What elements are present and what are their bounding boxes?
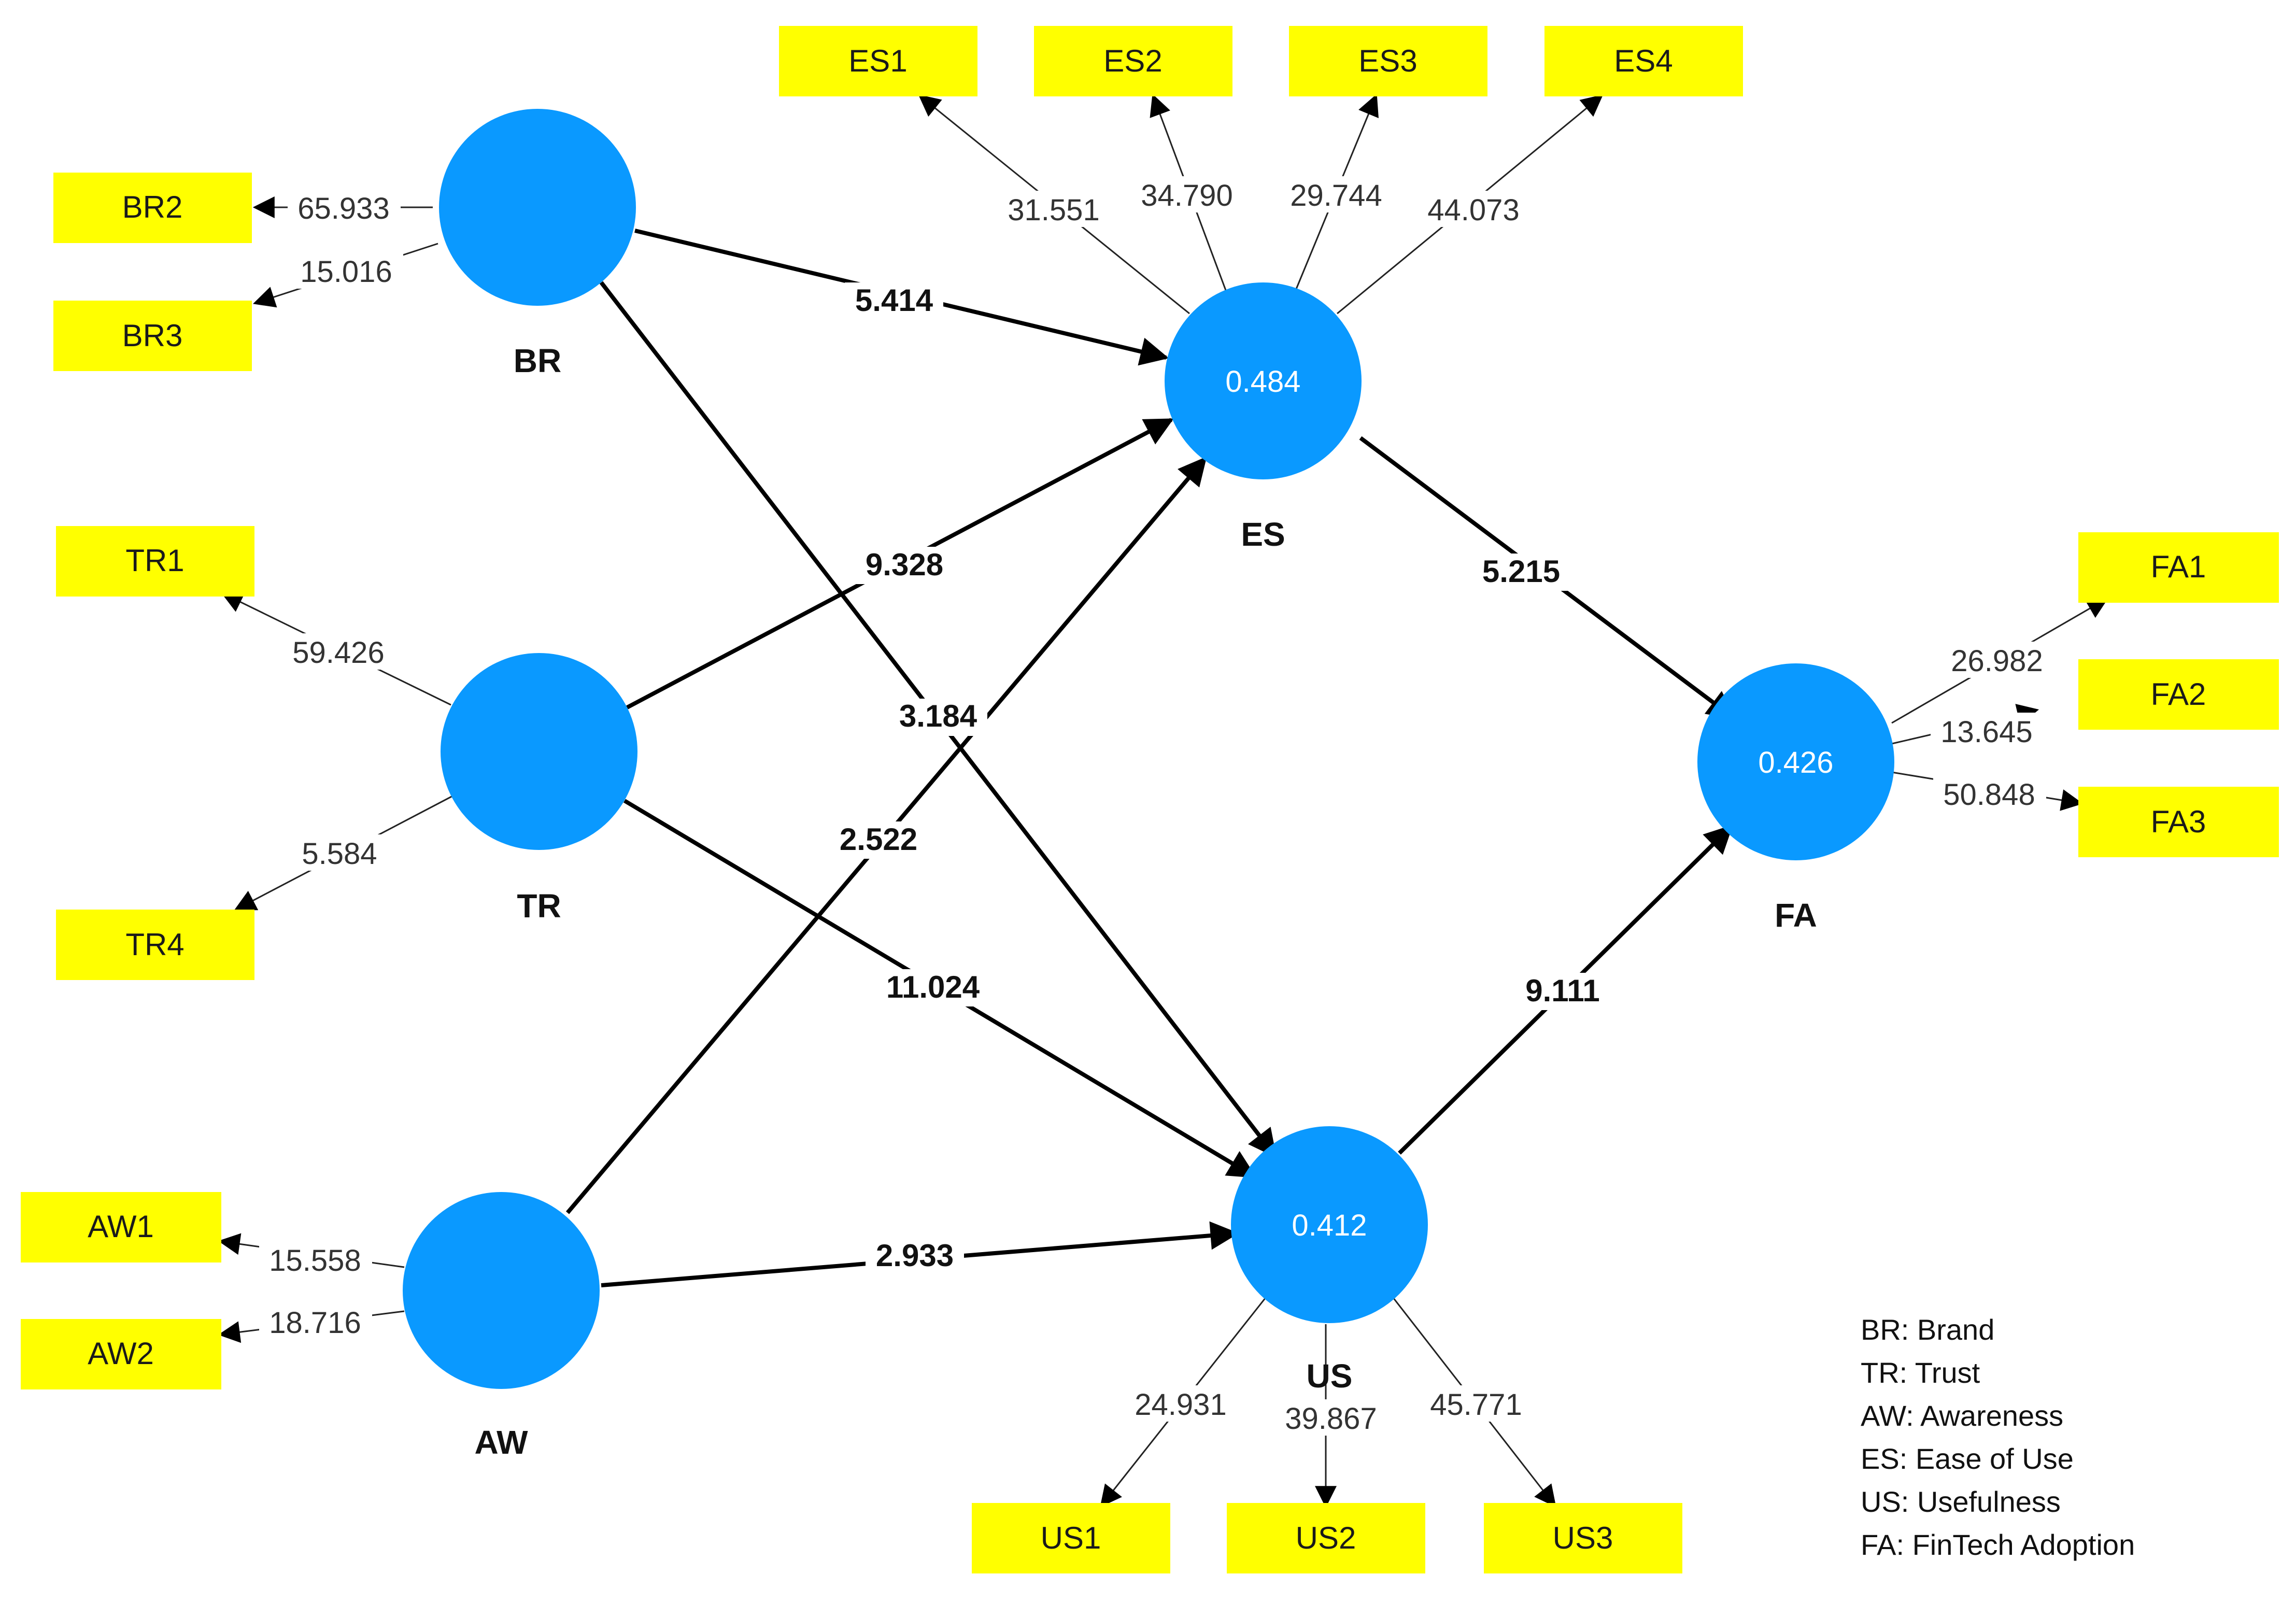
loading-US3: 45.771: [1430, 1388, 1522, 1422]
path-value-TR-US: 11.024: [886, 970, 980, 1004]
indicator-label: AW1: [88, 1209, 154, 1244]
construct-FA: [1697, 663, 1894, 860]
indicator-FA2: FA2: [2078, 659, 2279, 730]
loading-ES4: 44.073: [1427, 193, 1519, 227]
path-value-AW-US: 2.933: [876, 1238, 954, 1273]
indicator-US1: US1: [972, 1503, 1170, 1573]
construct-label-BR: BR: [514, 342, 561, 379]
indicator-TR4: TR4: [56, 910, 254, 980]
legend-line: ES: Ease of Use: [1861, 1442, 2074, 1475]
indicator-label: FA1: [2151, 549, 2206, 584]
construct-label-US: US: [1307, 1357, 1353, 1395]
loading-BR2: 65.933: [297, 192, 389, 225]
construct-BR: [439, 109, 636, 306]
indicator-label: ES4: [1614, 44, 1673, 78]
indicator-TR1: TR1: [56, 526, 254, 597]
indicator-US2: US2: [1227, 1503, 1425, 1573]
loading-TR1: 59.426: [292, 636, 384, 670]
loading-ES2: 34.790: [1141, 179, 1232, 212]
construct-AW: [403, 1192, 600, 1389]
path-value-BR-ES: 5.414: [855, 283, 933, 318]
r2-FA: 0.426: [1758, 746, 1833, 779]
legend-line: US: Usefulness: [1861, 1485, 2061, 1518]
indicator-AW1: AW1: [21, 1192, 221, 1262]
indicator-ES2: ES2: [1034, 26, 1232, 96]
r2-US: 0.412: [1292, 1209, 1367, 1242]
indicator-ES3: ES3: [1289, 26, 1487, 96]
path-value-BR-US: 3.184: [899, 699, 977, 733]
loading-AW2: 18.716: [269, 1306, 361, 1340]
indicator-label: BR3: [122, 318, 183, 353]
indicator-label: BR2: [122, 190, 183, 224]
loading-TR4: 5.584: [302, 837, 377, 871]
loading-ES3: 29.744: [1290, 179, 1382, 212]
indicator-label: FA2: [2151, 677, 2206, 712]
r2-ES: 0.484: [1225, 365, 1300, 399]
construct-TR: [441, 653, 637, 850]
indicators: BR2 BR3 TR1 TR4 AW1 AW2 ES1 ES2 ES3 ES4 …: [21, 26, 2279, 1573]
loading-US1: 24.931: [1135, 1388, 1226, 1422]
indicator-US3: US3: [1484, 1503, 1682, 1573]
legend-line: TR: Trust: [1861, 1356, 1980, 1389]
path-value-US-FA: 9.111: [1525, 973, 1600, 1008]
legend-line: AW: Awareness: [1861, 1399, 2063, 1432]
path-value-AW-ES: 2.522: [840, 822, 917, 857]
constructs: BR TR AW 0.484 ES 0.412 US 0.426 FA: [403, 109, 1894, 1461]
loading-BR3: 15.016: [300, 255, 392, 289]
loading-US2: 39.867: [1285, 1402, 1377, 1436]
indicator-label: US1: [1041, 1521, 1101, 1555]
path-value-ES-FA: 5.215: [1482, 554, 1560, 589]
construct-label-FA: FA: [1775, 897, 1817, 934]
path-values: 5.414 9.328 3.184 2.522 11.024 2.933 5.2…: [829, 282, 1612, 1274]
path-value-TR-ES: 9.328: [866, 547, 943, 582]
indicator-label: ES1: [848, 44, 907, 78]
loading-values: 65.933 15.016 59.426 5.584 15.558 18.716…: [259, 176, 2054, 1436]
indicator-AW2: AW2: [21, 1319, 221, 1389]
construct-ES: [1165, 282, 1362, 479]
legend-line: BR: Brand: [1861, 1313, 1994, 1346]
indicator-label: FA3: [2151, 804, 2206, 839]
loading-FA3: 50.848: [1943, 778, 2035, 812]
indicator-ES1: ES1: [779, 26, 977, 96]
loading-FA1: 26.982: [1951, 644, 2043, 678]
indicator-BR2: BR2: [53, 173, 252, 243]
indicator-label: AW2: [88, 1336, 154, 1371]
indicator-ES4: ES4: [1544, 26, 1743, 96]
construct-label-ES: ES: [1241, 516, 1285, 553]
loading-AW1: 15.558: [269, 1244, 361, 1278]
indicator-label: ES3: [1358, 44, 1417, 78]
legend-line: FA: FinTech Adoption: [1861, 1528, 2135, 1561]
construct-US: [1231, 1126, 1428, 1323]
indicator-label: ES2: [1103, 44, 1162, 78]
indicator-label: US2: [1296, 1521, 1356, 1555]
indicator-label: TR1: [125, 543, 184, 578]
construct-label-AW: AW: [474, 1424, 528, 1461]
indicator-label: US3: [1553, 1521, 1613, 1555]
indicator-label: TR4: [125, 927, 184, 962]
indicator-FA3: FA3: [2078, 787, 2279, 857]
construct-label-TR: TR: [517, 887, 561, 925]
structural-paths: [565, 229, 1736, 1287]
loading-ES1: 31.551: [1008, 193, 1099, 227]
legend: BR: Brand TR: Trust AW: Awareness ES: Ea…: [1861, 1313, 2135, 1561]
indicator-BR3: BR3: [53, 301, 252, 371]
indicator-FA1: FA1: [2078, 532, 2279, 603]
loading-FA2: 13.645: [1940, 715, 2032, 749]
